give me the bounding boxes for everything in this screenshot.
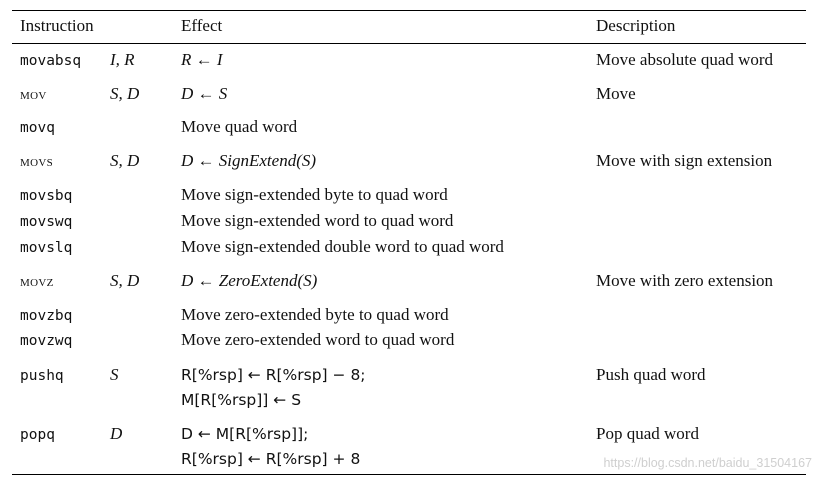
operands-movabsq: I, R xyxy=(110,50,135,69)
effect-movq: Move quad word xyxy=(181,117,298,136)
effect-movz: D ← ZeroExtend(S) xyxy=(181,271,318,290)
instruction-movzwq: movzwq xyxy=(20,333,73,349)
description-pushq: Push quad word xyxy=(596,365,706,384)
operands-pushq: S xyxy=(110,365,119,384)
effect-movslq: Move sign-extended double word to quad w… xyxy=(181,237,504,256)
description-movabsq: Move absolute quad word xyxy=(596,50,774,69)
operands-movz: S, D xyxy=(110,271,140,290)
description-movz: Move with zero extension xyxy=(596,271,774,290)
effect-movabsq: R ← I xyxy=(181,50,223,69)
instruction-movz: movz xyxy=(20,274,54,290)
effect-movs: D ← SignExtend(S) xyxy=(181,151,317,170)
operands-popq: D xyxy=(110,424,123,443)
header-effect: Effect xyxy=(181,16,223,35)
operands-movs: S, D xyxy=(110,151,140,170)
instruction-popq: popq xyxy=(20,427,55,443)
effect-movsbq: Move sign-extended byte to quad word xyxy=(181,185,448,204)
operands-mov: S, D xyxy=(110,84,140,103)
instruction-movabsq: movabsq xyxy=(20,53,82,69)
effect-popq-line2: R[%rsp] ← R[%rsp] + 8 xyxy=(181,450,361,468)
table-top-rule xyxy=(12,10,806,12)
description-popq: Pop quad word xyxy=(596,424,699,443)
effect-mov: D ← S xyxy=(181,84,228,103)
description-movs: Move with sign extension xyxy=(596,151,773,170)
instruction-movs: movs xyxy=(20,154,53,170)
instruction-movslq: movslq xyxy=(20,240,73,256)
watermark-text: https://blog.csdn.net/baidu_31504167 xyxy=(603,456,812,470)
header-description: Description xyxy=(596,16,676,35)
instruction-mov: mov xyxy=(20,87,47,103)
effect-movswq: Move sign-extended word to quad word xyxy=(181,211,454,230)
instruction-movsbq: movsbq xyxy=(20,188,73,204)
table-bottom-rule xyxy=(12,474,806,476)
instruction-movswq: movswq xyxy=(20,214,73,230)
description-mov: Move xyxy=(596,84,636,103)
header-instruction: Instruction xyxy=(20,16,94,35)
instruction-pushq: pushq xyxy=(20,368,64,384)
header-rule xyxy=(12,43,806,44)
instruction-movzbq: movzbq xyxy=(20,308,73,324)
effect-pushq-line1: R[%rsp] ← R[%rsp] − 8; xyxy=(181,366,366,384)
effect-movzwq: Move zero-extended word to quad word xyxy=(181,330,455,349)
instruction-movq: movq xyxy=(20,120,55,136)
effect-pushq-line2: M[R[%rsp]] ← S xyxy=(181,391,302,409)
effect-popq-line1: D ← M[R[%rsp]]; xyxy=(181,425,309,443)
effect-movzbq: Move zero-extended byte to quad word xyxy=(181,305,449,324)
